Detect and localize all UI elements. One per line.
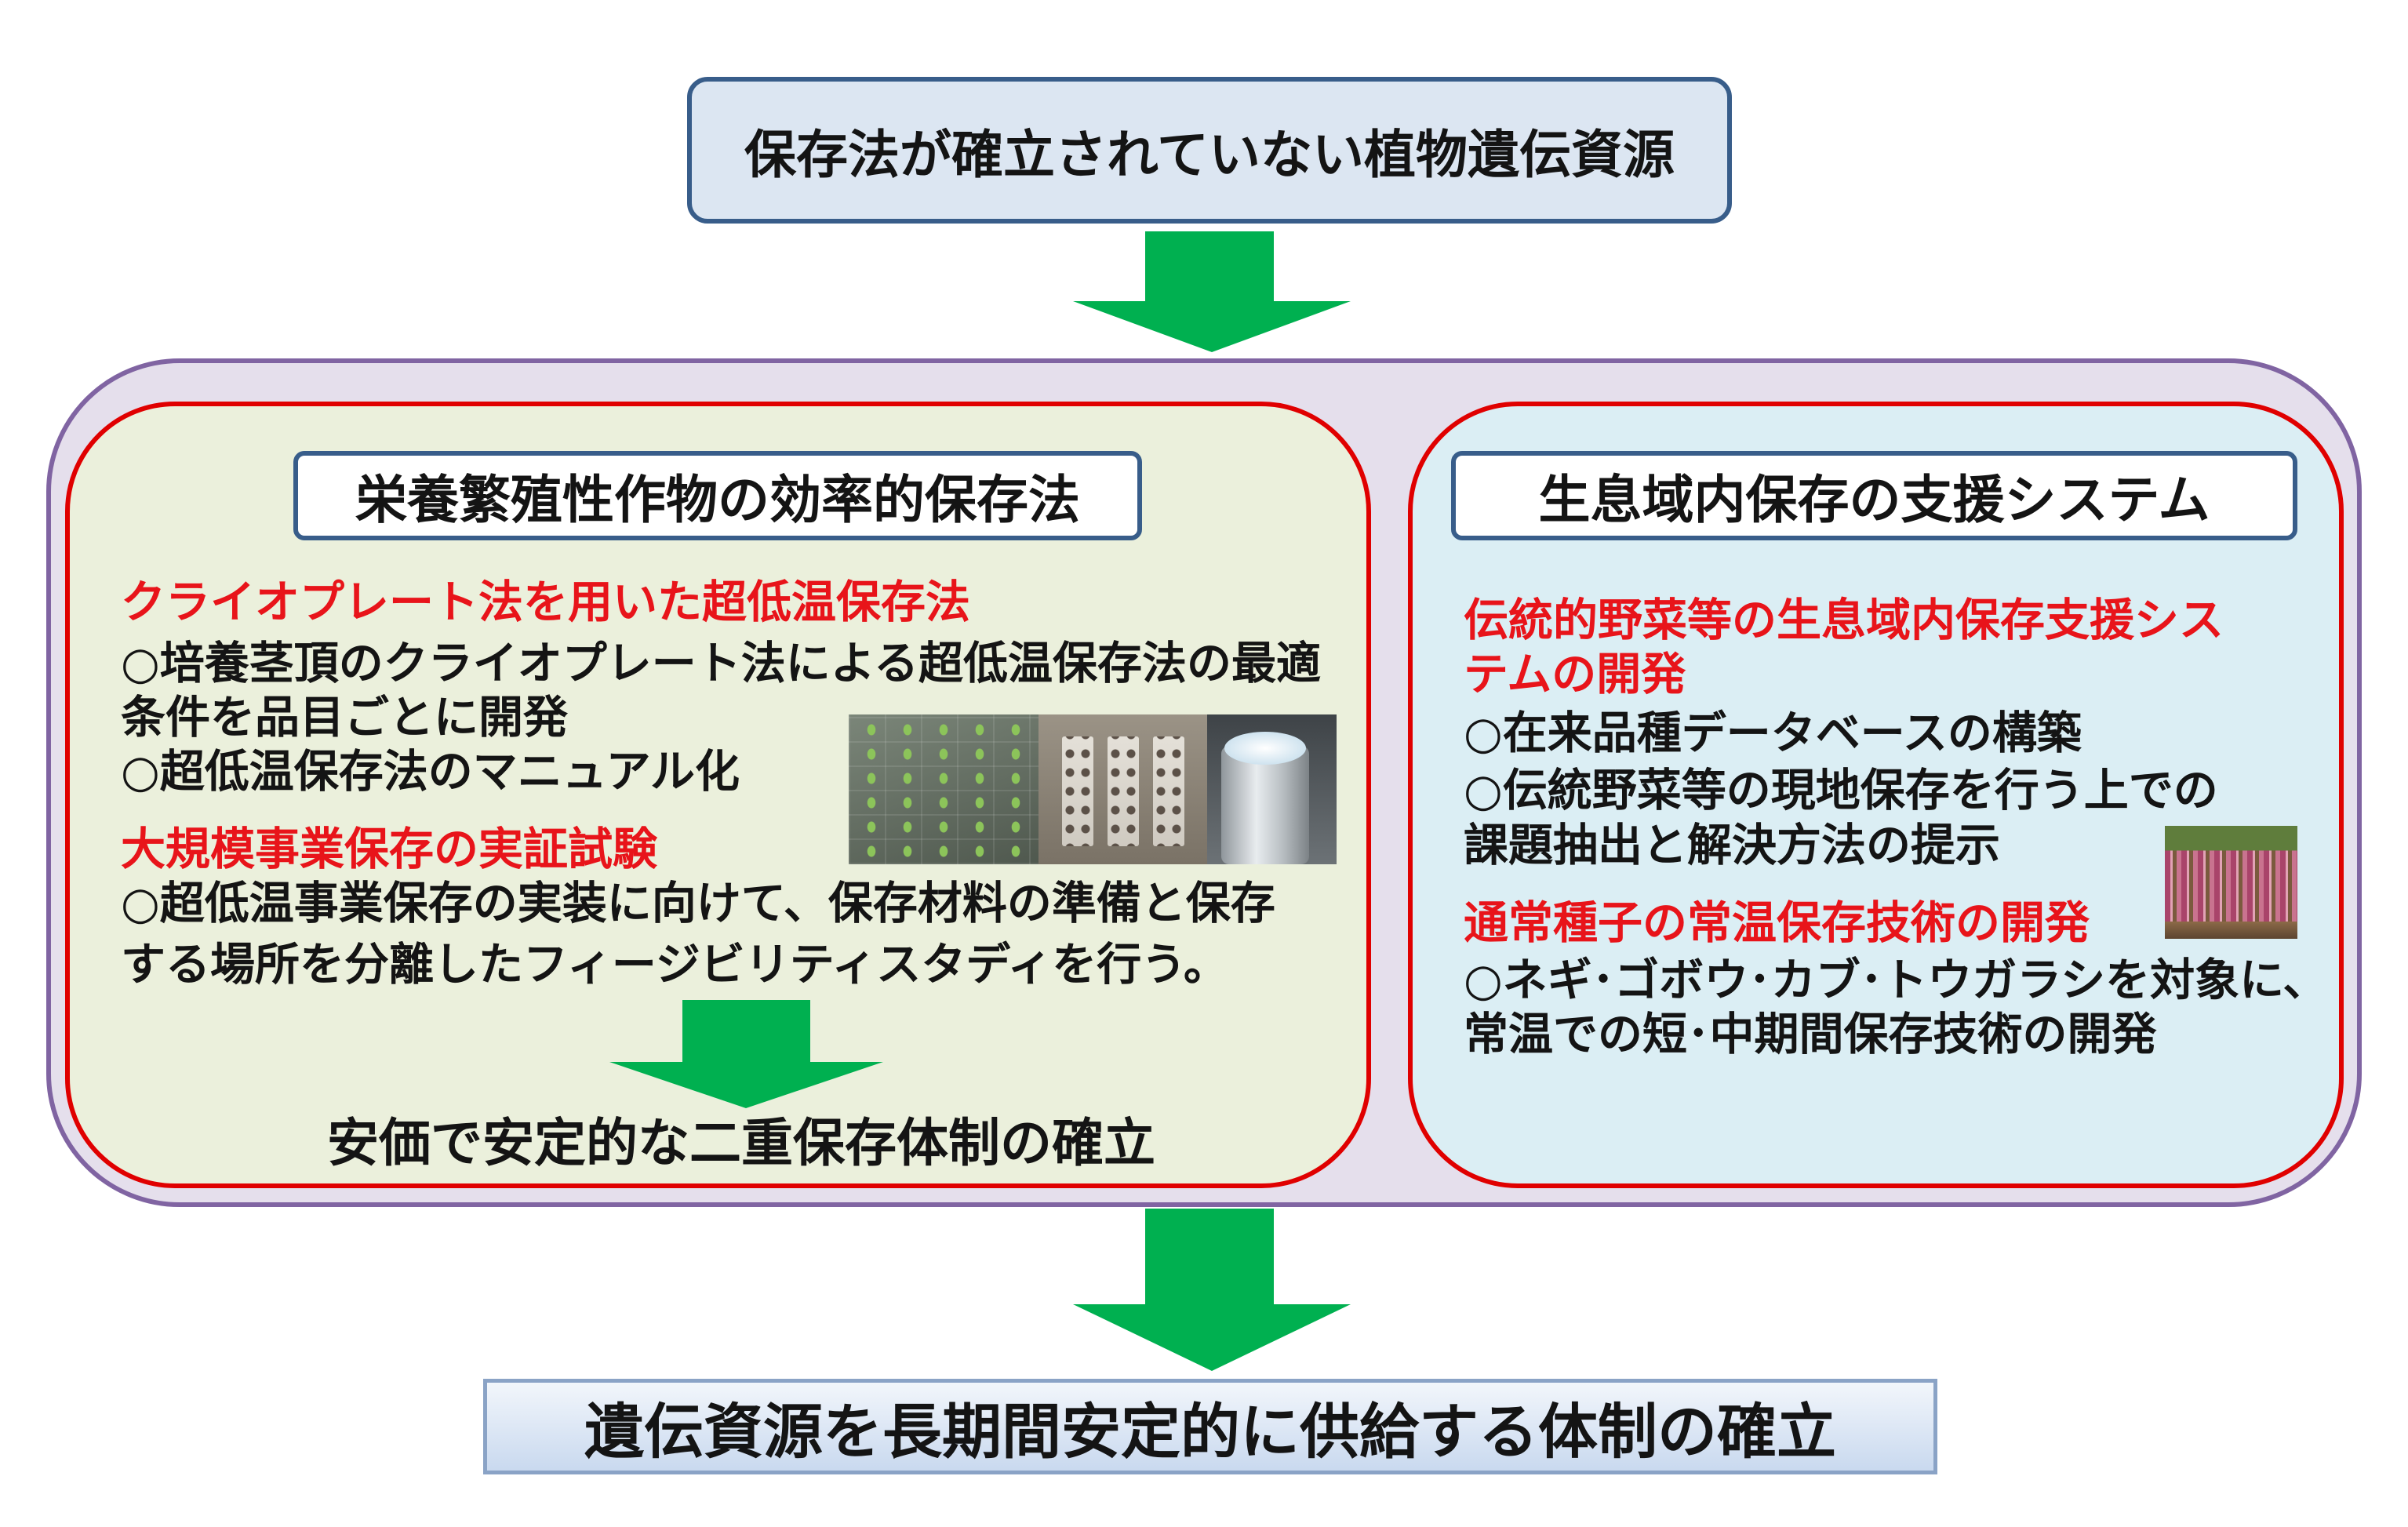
left-item-line: する場所を分離したフィージビリティスタディを行う。 xyxy=(121,939,1228,991)
right-item-line: 常温での短･中期間保存技術の開発 xyxy=(1464,1009,2157,1060)
right-item-line: ○在来品種データベースの構築 xyxy=(1464,707,2082,759)
right-panel-title-box: 生息域内保存の支援システム xyxy=(1451,451,2297,540)
right-panel-title: 生息域内保存の支援システム xyxy=(1538,470,2210,530)
onion-crop-photo xyxy=(2165,826,2297,939)
aluminum-strip xyxy=(1108,736,1139,846)
right-item-line: ○伝統野菜等の現地保存を行う上での xyxy=(1464,765,2218,816)
right-heading-in-situ: テムの開発 xyxy=(1464,649,1686,700)
left-item-line: ○超低温保存法のマニュアル化 xyxy=(121,746,740,798)
left-item-line: ○超低温事業保存の実装に向けて、保存材料の準備と保存 xyxy=(121,878,1275,929)
goal-box-text: 遺伝資源を長期間安定的に供給する体制の確立 xyxy=(584,1397,1836,1467)
right-item-line: 課題抽出と解決方法の提示 xyxy=(1464,820,2000,871)
source-box: 保存法が確立されていない植物遺伝資源 xyxy=(687,77,1732,224)
left-heading-large-scale: 大規模事業保存の実証試験 xyxy=(121,823,657,875)
dewar-opening xyxy=(1224,732,1306,765)
down-arrow-top xyxy=(1073,231,1351,352)
right-heading-in-situ: 伝統的野菜等の生息域内保存支援シス xyxy=(1464,594,2224,646)
left-panel-title: 栄養繁殖性作物の効率的保存法 xyxy=(355,470,1080,530)
left-result-text: 安価で安定的な二重保存体制の確立 xyxy=(327,1113,1155,1173)
source-box-text: 保存法が確立されていない植物遺伝資源 xyxy=(744,124,1675,185)
onion-photo-soil xyxy=(2165,922,2297,939)
cryoplate-photo xyxy=(849,714,1038,864)
left-panel: 栄養繁殖性作物の効率的保存法 クライオプレート法を用いた超低温保存法 ○培養茎頂… xyxy=(65,402,1371,1188)
aluminum-strip xyxy=(1062,736,1093,846)
right-panel: 生息域内保存の支援システム 伝統的野菜等の生息域内保存支援シス テムの開発 ○在… xyxy=(1408,402,2344,1188)
aluminum-plates-photo xyxy=(1038,714,1207,864)
left-item-line: ○培養茎頂のクライオプレート法による超低温保存法の最適 xyxy=(121,638,1322,689)
dewar-body xyxy=(1221,746,1309,864)
left-item-line: 条件を品目ごとに開発 xyxy=(121,692,568,744)
right-heading-seed-storage: 通常種子の常温保存技術の開発 xyxy=(1464,897,2090,949)
left-heading-cryoplate: クライオプレート法を用いた超低温保存法 xyxy=(121,576,970,628)
right-item-line: ○ネギ･ゴボウ･カブ･トウガラシを対象に、 xyxy=(1464,954,2328,1006)
goal-box: 遺伝資源を長期間安定的に供給する体制の確立 xyxy=(483,1379,1937,1474)
aluminum-strip xyxy=(1153,736,1184,846)
liquid-nitrogen-dewar-photo xyxy=(1207,714,1337,864)
left-panel-title-box: 栄養繁殖性作物の効率的保存法 xyxy=(293,451,1142,540)
down-arrow-bottom xyxy=(1073,1209,1351,1371)
